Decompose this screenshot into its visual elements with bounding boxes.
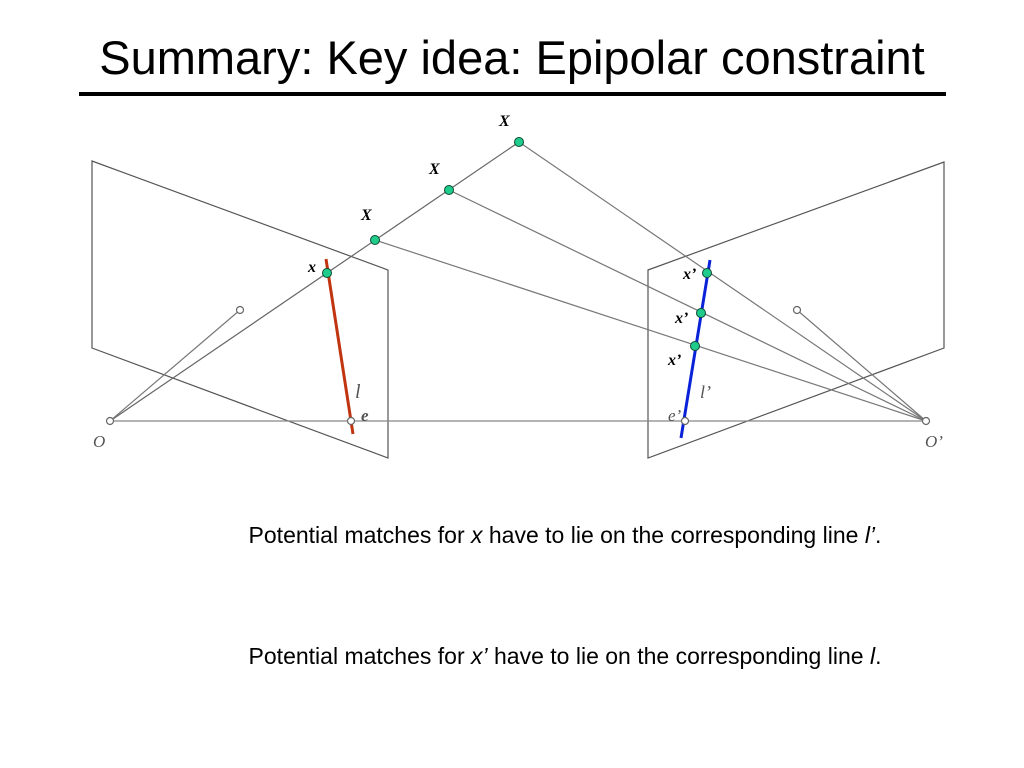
left-camera-center-point (105, 416, 115, 426)
right-image-point-top (702, 268, 712, 278)
right-camera-center-label: O’ (925, 432, 943, 451)
caption-1-middle: have to lie on the corresponding line (482, 522, 865, 548)
caption-1-line: l’ (864, 522, 876, 548)
caption-2-suffix: . (875, 643, 882, 669)
left-image-point (322, 268, 332, 278)
left-principal-point (235, 305, 245, 315)
right-camera-center-point (921, 416, 931, 426)
left-image-plane (91, 160, 389, 459)
right-image-point-bottom (690, 341, 700, 351)
caption-2-line: l (869, 643, 876, 669)
left-epipole-label: e (361, 406, 369, 425)
ray-right-top (518, 141, 927, 422)
left-camera-center-label: O (93, 432, 105, 451)
world-point-label-bottom: X (360, 207, 372, 224)
caption-right-to-left: Potential matches for x’ have to lie on … (0, 643, 1024, 670)
title-underline (79, 92, 946, 96)
right-image-point-label-top: x’ (682, 266, 696, 283)
caption-1-variable: x (471, 522, 483, 548)
world-point-label-middle: X (428, 161, 440, 178)
left-camera-to-principal (109, 309, 241, 422)
caption-2-middle: have to lie on the corresponding line (487, 643, 870, 669)
left-image-point-label: x (307, 259, 316, 276)
ray-right-bottom (374, 239, 927, 422)
world-point-bottom (370, 235, 380, 245)
right-image-point-label-bottom: x’ (667, 352, 681, 369)
caption-2-prefix: Potential matches for (248, 643, 471, 669)
left-epipolar-line-label: l (355, 381, 361, 403)
right-image-plane (647, 161, 945, 459)
left-epipolar-line (324, 258, 355, 435)
right-principal-point (792, 305, 802, 315)
caption-1-prefix: Potential matches for (248, 522, 471, 548)
caption-1-suffix: . (875, 522, 882, 548)
ray-right-middle (448, 189, 927, 422)
right-epipolar-line-label: l’ (700, 382, 711, 402)
left-viewing-ray (109, 141, 520, 422)
right-epipole-label: e’ (668, 406, 682, 425)
right-camera-to-principal (796, 309, 927, 422)
right-image-point-label-middle: x’ (674, 310, 688, 327)
world-point-top (514, 137, 524, 147)
right-image-point-middle (696, 308, 706, 318)
slide-title: Summary: Key idea: Epipolar constraint (99, 31, 925, 84)
left-epipole-point (346, 416, 356, 426)
world-point-middle (444, 185, 454, 195)
world-point-label-top: X (498, 113, 510, 130)
caption-left-to-right: Potential matches for x have to lie on t… (0, 522, 1024, 549)
right-epipole-point (680, 416, 690, 426)
caption-2-variable: x’ (471, 643, 488, 669)
